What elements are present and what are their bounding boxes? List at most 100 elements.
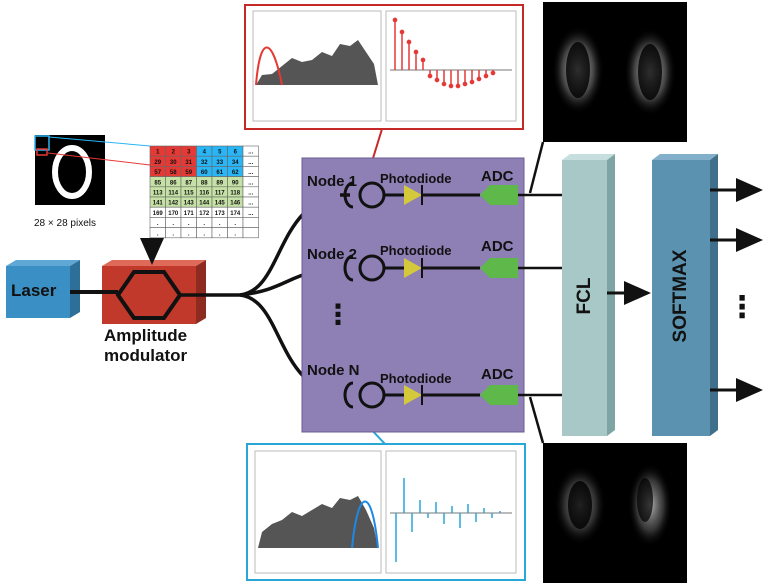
pixel-table-cell-text: 113	[153, 190, 163, 196]
softmax-block	[652, 154, 718, 436]
node-n-label: Node N	[307, 362, 360, 379]
photodiode-icon	[404, 258, 422, 278]
photodiode-label-1: Photodiode	[380, 171, 452, 186]
feature-map-top	[543, 2, 687, 142]
pixel-table-cell-text: 89	[216, 180, 223, 186]
pixel-table-cell-text: 86	[170, 180, 177, 186]
pixel-table-cell-text: 62	[232, 170, 239, 176]
pixel-table-cell-text: 59	[185, 170, 192, 176]
pixel-table-cell-text: .	[219, 221, 221, 227]
fiber-delay-loop-icon	[343, 381, 354, 409]
pixel-table-cell-text: 143	[184, 201, 195, 207]
adc-icon	[480, 385, 518, 405]
pixel-table-cell-text: ...	[248, 150, 253, 156]
photodiode-label-2: Photodiode	[380, 243, 452, 258]
reservoir-node-panel	[301, 157, 525, 433]
modulator-label-line1: Amplitude	[104, 326, 188, 345]
node-1-label: Node 1	[307, 173, 358, 190]
pixel-table-cell-text: 58	[170, 170, 177, 176]
pixel-table-cell-text: .	[157, 231, 159, 237]
laser-label: Laser	[11, 281, 57, 300]
pixel-table-cell-text: 88	[201, 180, 208, 186]
photodiode-icon	[404, 185, 422, 205]
fiber-delay-loop-icon	[343, 254, 354, 282]
softmax-label: SOFTMAX	[670, 249, 691, 343]
pixel-table-cell-text: 2	[172, 150, 176, 156]
pixel-table-cell-text: ...	[248, 190, 253, 196]
pixel-table-cell-text: 173	[215, 211, 226, 217]
photodiode-label-n: Photodiode	[380, 371, 452, 386]
pixel-size-label: 28 × 28 pixels	[34, 218, 96, 229]
node-ellipsis: ⋮	[324, 299, 352, 330]
pixel-table-cell-text: 116	[199, 190, 209, 196]
pixel-table-cell-text: ...	[248, 180, 253, 186]
pixel-table-cell	[242, 217, 259, 228]
pixel-table-cell-text: .	[234, 231, 236, 237]
modulator-label-line2: modulator	[104, 346, 188, 365]
pixel-table-cell-text: 85	[154, 180, 161, 186]
laser-block	[6, 260, 80, 318]
adc-label-2: ADC	[481, 238, 514, 255]
pixel-table-cell-text: ...	[248, 170, 253, 176]
pixel-table-cell-text: 61	[216, 170, 223, 176]
pixel-table-cell-text: 170	[168, 211, 179, 217]
pixel-table-cell-text: .	[219, 231, 221, 237]
pixel-table-cell-text: 6	[234, 150, 238, 156]
pixel-table-cell-text: .	[203, 221, 205, 227]
pixel-table-cell-text: 169	[153, 211, 164, 217]
pixel-table-cell-text: 5	[218, 150, 222, 156]
pixel-table-cell-text: 29	[154, 160, 161, 166]
top-signal-inset	[244, 4, 524, 169]
mnist-digit-image	[34, 135, 151, 205]
pixel-table-cell-text: 57	[154, 170, 161, 176]
pixel-table-cell-text: 30	[170, 160, 177, 166]
pixel-table-cell-text: .	[172, 221, 174, 227]
bottom-signal-inset	[246, 424, 526, 581]
adc-label-1: ADC	[481, 168, 514, 185]
pixel-table-cell-text: .	[172, 231, 174, 237]
pixel-table-cell-text: 3	[187, 150, 191, 156]
softmax-output-arrows	[710, 178, 763, 402]
node-row-n	[343, 381, 518, 409]
bottom-blue-pulse	[351, 500, 379, 549]
pixel-table-cell-text: 114	[168, 190, 178, 196]
pixel-table-cell-text: ...	[248, 211, 253, 217]
fcl-label: FCL	[574, 277, 595, 315]
pixel-table-cell-text: 32	[201, 160, 208, 166]
pixel-table-cell-text: 142	[168, 201, 179, 207]
pixel-table-cell-text: 34	[232, 160, 239, 166]
node-2-label: Node 2	[307, 246, 358, 263]
amplitude-modulator	[70, 238, 206, 324]
pixel-table-cell-text: 115	[184, 190, 194, 196]
pixel-table-cell-text: 60	[201, 170, 208, 176]
bottom-waveform-shape	[258, 496, 378, 548]
pixel-table-cell-text: 144	[199, 201, 210, 207]
pixel-table-cell-text: 4	[203, 150, 207, 156]
pixel-table-cell-text: 145	[215, 201, 226, 207]
pixel-table-cell-text: 141	[153, 201, 164, 207]
pixel-table-cell-text: 31	[185, 160, 192, 166]
pixel-table-cell-text: .	[188, 221, 190, 227]
pixel-table-cell-text: 1	[156, 150, 160, 156]
pixel-table-cell-text: .	[157, 221, 159, 227]
pixel-table-cell-text: 90	[232, 180, 239, 186]
feature-map-bottom	[543, 443, 687, 583]
pixel-table-cell-text: 174	[230, 211, 241, 217]
bottom-stem-plot	[395, 478, 501, 562]
pixel-table-cell-text: .	[234, 221, 236, 227]
pixel-table-cell-text: 33	[216, 160, 223, 166]
node-row-2	[343, 254, 518, 282]
adc-icon	[480, 258, 518, 278]
top-waveform-shape	[256, 40, 378, 85]
pixel-table-cell-text: 146	[230, 201, 241, 207]
pixel-table-cell-text: 117	[215, 190, 225, 196]
node-row-1	[340, 181, 518, 209]
fiber-delay-loop-icon	[343, 181, 354, 209]
pixel-table-cell	[242, 227, 259, 239]
pixel-table-cell-text: .	[203, 231, 205, 237]
adc-label-n: ADC	[481, 366, 514, 383]
pixel-table-cell-text: 172	[199, 211, 210, 217]
top-red-pulse	[255, 46, 283, 86]
pixel-table-cell-text: 171	[184, 211, 195, 217]
